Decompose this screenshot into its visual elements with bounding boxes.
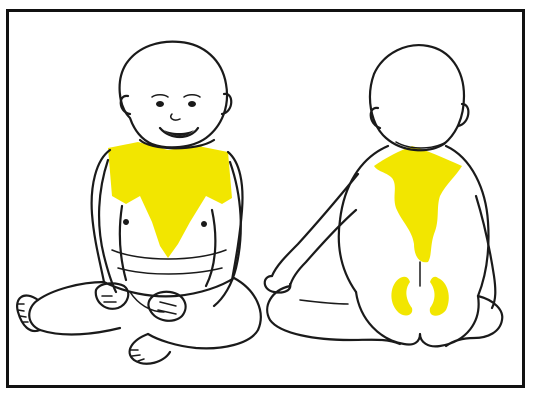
back-upper-highlight: [374, 146, 462, 262]
back-left-ear: [371, 108, 380, 128]
front-left-nipple: [123, 219, 129, 225]
front-right-foot: [130, 334, 170, 364]
front-right-arm-inner: [206, 210, 215, 286]
front-nose: [171, 114, 180, 120]
front-torso-left: [92, 150, 110, 282]
back-left-buttock-highlight: [391, 277, 412, 316]
front-right-brow: [184, 95, 200, 97]
baby-back-view: [265, 45, 503, 346]
front-right-eye: [188, 101, 196, 107]
front-right-leg: [148, 278, 261, 348]
front-left-fingers: [102, 296, 116, 302]
front-belly-fold-2: [118, 268, 222, 274]
back-left-leg: [267, 286, 400, 344]
back-right-buttock-highlight: [430, 277, 449, 316]
front-head: [120, 42, 227, 148]
front-left-eye: [156, 101, 164, 107]
baby-front-view: [17, 42, 261, 364]
front-right-nipple: [201, 221, 207, 227]
back-left-arm: [272, 174, 358, 276]
back-buttocks: [356, 292, 479, 346]
back-head: [370, 45, 464, 150]
front-chest-highlight: [108, 142, 232, 258]
front-diaper: [104, 278, 234, 296]
back-thigh-crease: [300, 300, 348, 304]
front-left-brow: [152, 95, 168, 97]
